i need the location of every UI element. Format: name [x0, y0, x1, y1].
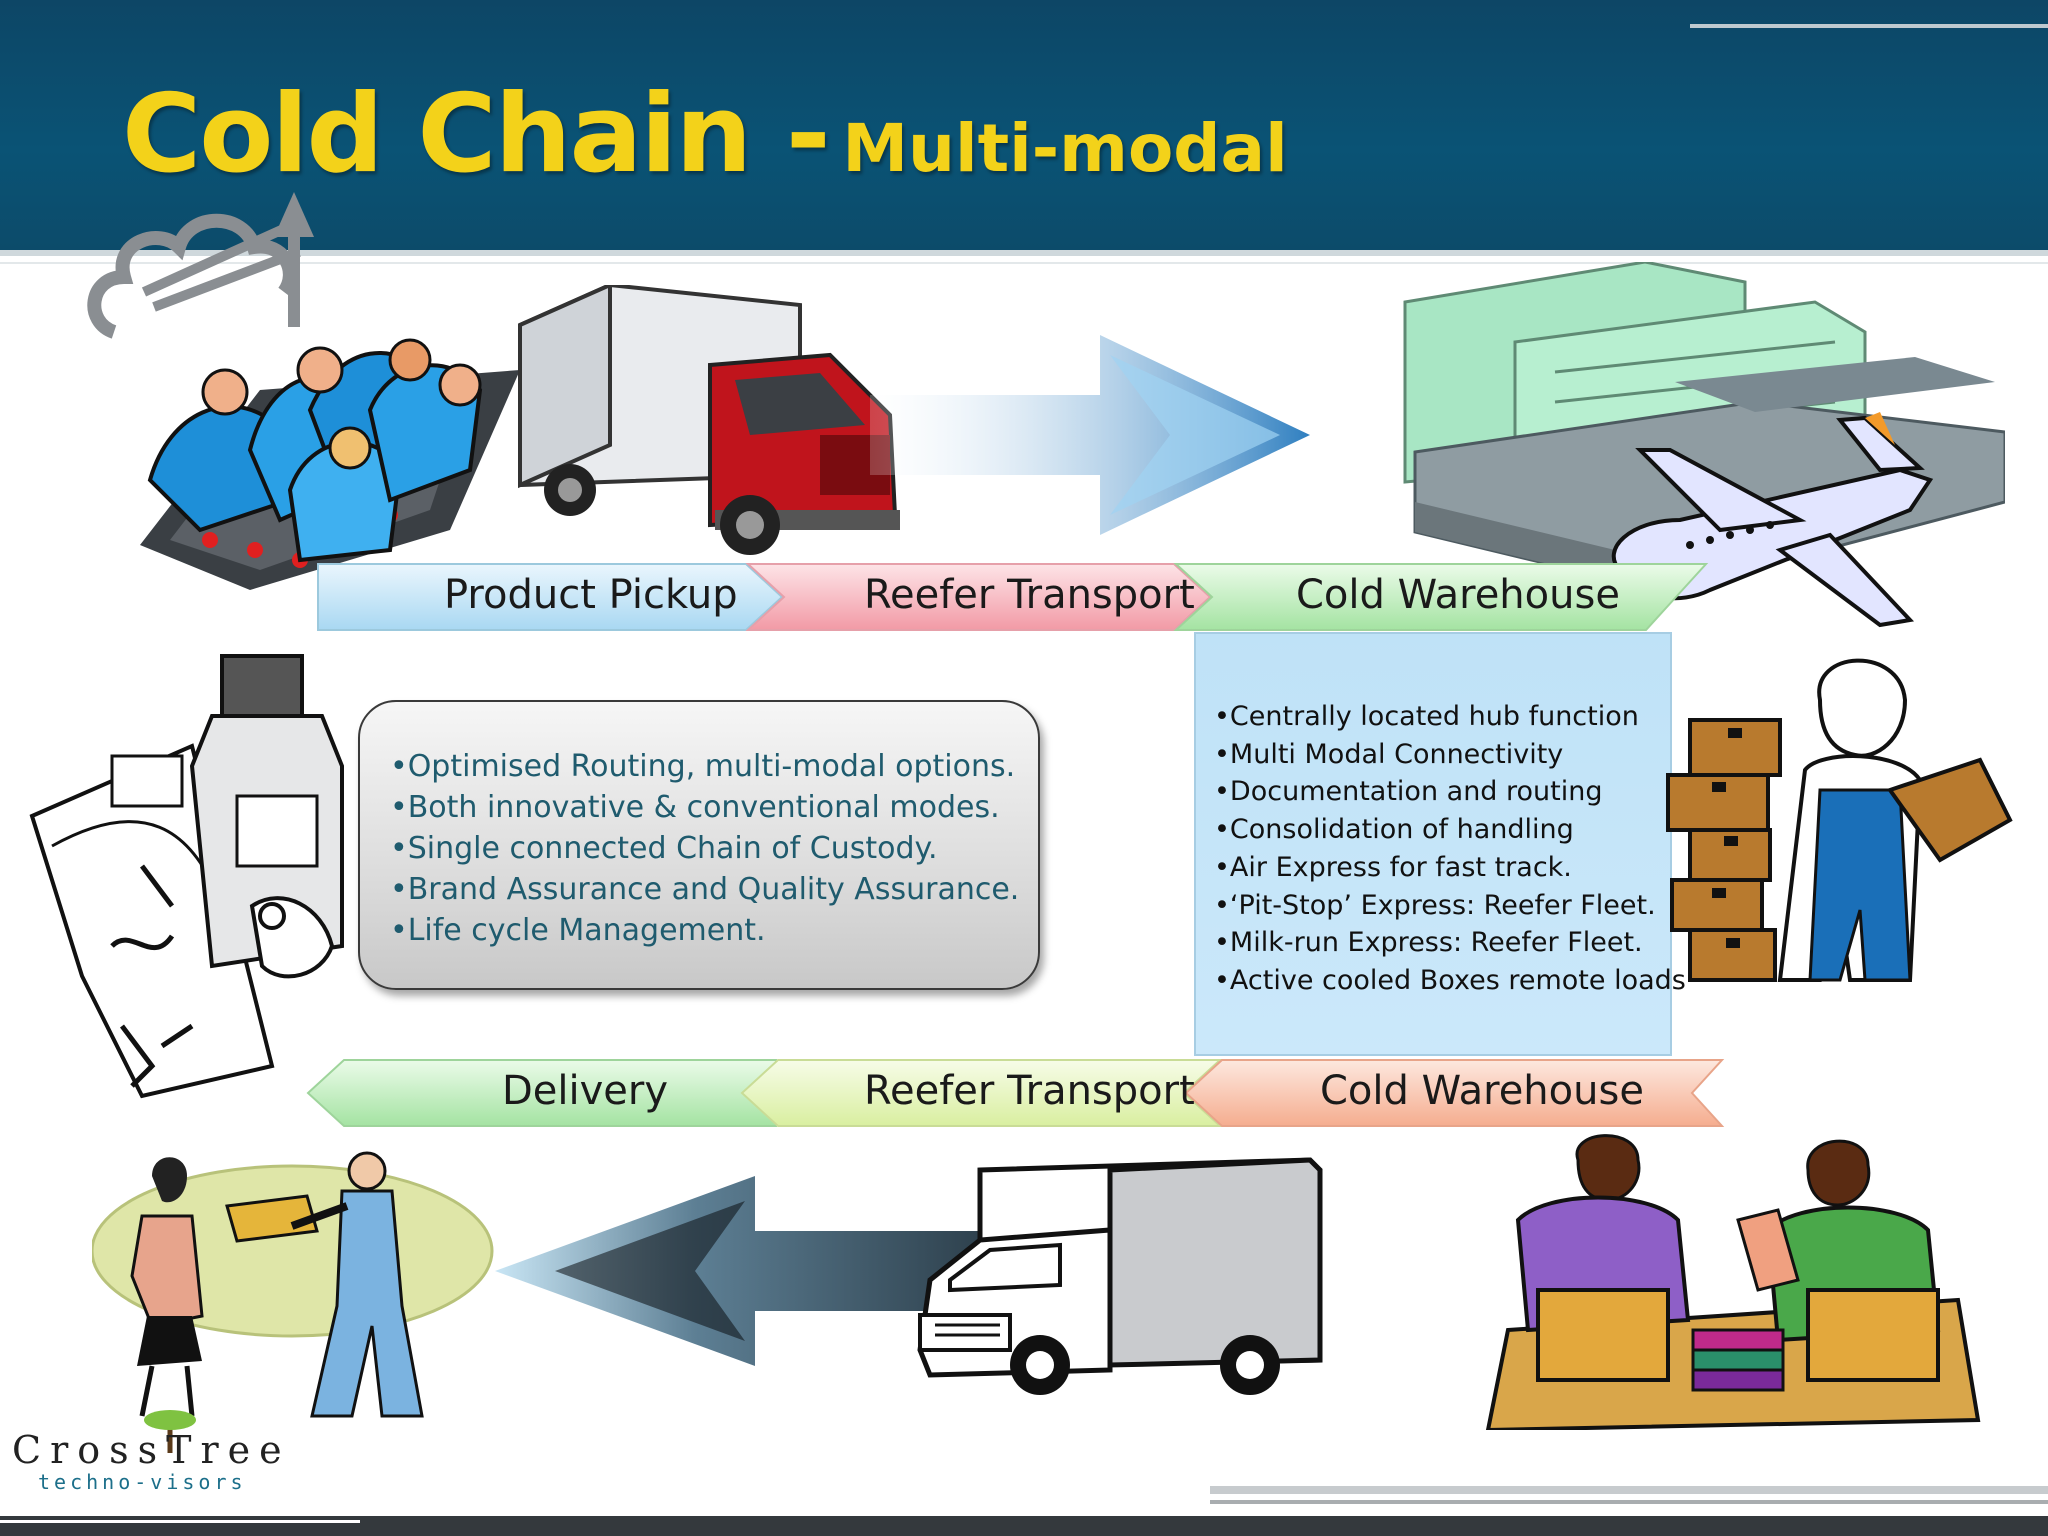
footer-accent-line	[1210, 1486, 2048, 1494]
label-cold-warehouse-bottom: Cold Warehouse	[1320, 1068, 1644, 1114]
hub-line: •Documentation and routing	[1214, 776, 1603, 808]
hub-line: •Active cooled Boxes remote loads	[1214, 964, 1686, 996]
label-cold-warehouse-top: Cold Warehouse	[1296, 572, 1620, 618]
slide-title: Cold Chain - Multi-modal	[122, 72, 1288, 197]
header-accent-line	[1690, 24, 2048, 28]
label-reefer-transport-top: Reefer Transport	[864, 572, 1195, 618]
footer-bar	[0, 1516, 2048, 1536]
hub-functions-box: •Centrally located hub function •Multi M…	[1194, 632, 1686, 1056]
label-delivery: Delivery	[502, 1068, 669, 1114]
tree-logo-icon	[144, 1410, 196, 1453]
left-arrow-icon	[495, 1176, 995, 1366]
benefit-line: •Optimised Routing, multi-modal options.	[390, 749, 1016, 784]
flow-bottom-chevrons	[306, 1059, 1725, 1127]
handover-icon	[92, 1151, 494, 1418]
chevron-reefer-transport-bottom	[740, 1059, 1223, 1127]
chevron-cold-warehouse-top	[1173, 563, 1709, 631]
hub-line: •Multi Modal Connectivity	[1214, 738, 1564, 770]
flow-top-chevrons	[317, 563, 1709, 631]
benefit-line: •Brand Assurance and Quality Assurance.	[390, 872, 1020, 907]
hub-line: •Milk-run Express: Reefer Fleet.	[1214, 927, 1643, 959]
hub-line: •Air Express for fast track.	[1214, 851, 1572, 883]
chevron-cold-warehouse-bottom	[1184, 1059, 1725, 1127]
warehouse-staff-icon	[1485, 1134, 1981, 1430]
title-main: Cold Chain -	[122, 72, 831, 197]
factory-workers-icon	[140, 338, 520, 590]
benefits-box: •Optimised Routing, multi-modal options.…	[358, 700, 1040, 990]
hub-line: •Consolidation of handling	[1214, 814, 1574, 846]
company-logo-name: CrossTree	[12, 1428, 291, 1472]
benefit-line: •Single connected Chain of Custody.	[390, 831, 938, 866]
benefit-line: •Both innovative & conventional modes.	[390, 790, 1000, 825]
chevron-product-pickup	[317, 563, 784, 631]
header-divider-thin	[0, 262, 2048, 264]
chevron-reefer-transport-top	[745, 563, 1212, 631]
company-logo-tagline: techno-visors	[38, 1470, 247, 1494]
hub-line: •Centrally located hub function	[1214, 701, 1639, 732]
label-reefer-transport-bottom: Reefer Transport	[864, 1068, 1195, 1114]
slide-header	[0, 0, 2048, 250]
hub-line: •‘Pit-Stop’ Express: Reefer Fleet.	[1214, 889, 1656, 921]
header-divider	[0, 250, 2048, 256]
cloud-arrow-icon	[87, 192, 314, 339]
right-arrow-icon	[870, 335, 1310, 535]
worker-with-boxes-icon	[1666, 658, 2013, 982]
delivery-truck-icon	[518, 285, 900, 555]
footer-accent-line-thin	[1210, 1500, 2048, 1504]
footer-white-line	[0, 1520, 360, 1523]
title-sub: Multi-modal	[842, 110, 1288, 187]
airplane-icon	[1611, 412, 1934, 628]
van-icon	[917, 1157, 1323, 1395]
benefit-line: •Life cycle Management.	[390, 913, 766, 948]
medicine-bottle-icon	[29, 654, 344, 1099]
label-product-pickup: Product Pickup	[444, 572, 738, 618]
